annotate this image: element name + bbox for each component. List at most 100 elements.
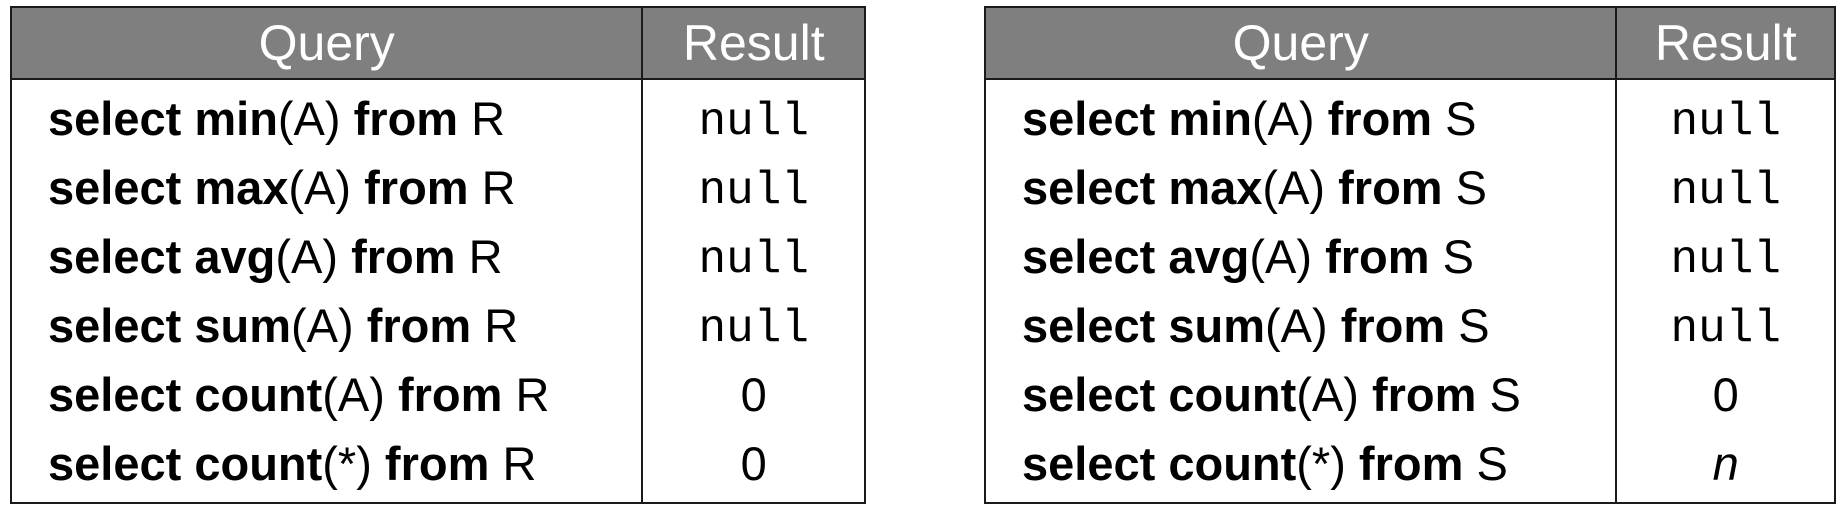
- result-cell: 0: [1615, 360, 1836, 429]
- result-cell: null: [1615, 153, 1836, 222]
- query-column-header: Query: [9, 6, 644, 80]
- result-cell: null: [641, 79, 866, 153]
- select-keyword: select: [48, 92, 182, 145]
- relation-name: R: [468, 230, 503, 283]
- aggregate-function: count: [1168, 368, 1297, 421]
- result-value: null: [1670, 233, 1781, 286]
- function-argument: (A): [1264, 299, 1328, 352]
- result-cell: null: [1615, 222, 1836, 291]
- result-value: 0: [740, 437, 767, 490]
- aggregate-function: count: [194, 437, 323, 490]
- function-argument: (A): [1251, 92, 1315, 145]
- function-argument: (A): [290, 299, 354, 352]
- function-argument: (A): [322, 368, 385, 421]
- query-cell: select max(A) from S: [983, 153, 1618, 222]
- header-row: Query Result: [9, 6, 866, 80]
- aggregate-function: max: [1168, 161, 1263, 214]
- aggregate-function: max: [194, 161, 289, 214]
- from-keyword: from: [366, 299, 472, 352]
- header-row: Query Result: [983, 6, 1836, 80]
- relation-name: S: [1489, 368, 1521, 421]
- aggregate-function: count: [1168, 437, 1297, 490]
- result-cell: 0: [641, 360, 866, 429]
- select-keyword: select: [1022, 230, 1156, 283]
- select-keyword: select: [48, 299, 182, 352]
- table-row: select avg(A) from S null: [983, 222, 1836, 291]
- result-cell: null: [641, 153, 866, 222]
- result-value: null: [698, 233, 809, 286]
- result-value: null: [1670, 302, 1781, 355]
- query-column-header: Query: [983, 6, 1618, 80]
- result-cell: n: [1615, 429, 1836, 503]
- from-keyword: from: [1338, 161, 1443, 214]
- relation-name: R: [481, 161, 516, 214]
- relation-name: S: [1445, 92, 1477, 145]
- from-keyword: from: [1327, 92, 1433, 145]
- select-keyword: select: [48, 368, 182, 421]
- result-cell: null: [1615, 79, 1836, 153]
- from-keyword: from: [364, 161, 469, 214]
- query-cell: select avg(A) from R: [9, 222, 644, 291]
- function-argument: (*): [322, 437, 372, 490]
- relation-name: R: [471, 92, 506, 145]
- query-cell: select count(A) from S: [983, 360, 1618, 429]
- aggregate-function: avg: [1168, 230, 1250, 283]
- relation-name: S: [1455, 161, 1488, 214]
- aggregate-function: min: [194, 92, 278, 145]
- from-keyword: from: [1340, 299, 1446, 352]
- result-cell: null: [641, 222, 866, 291]
- function-argument: (A): [1249, 230, 1312, 283]
- from-keyword: from: [1358, 437, 1464, 490]
- query-cell: select avg(A) from S: [983, 222, 1618, 291]
- query-cell: select count(A) from R: [9, 360, 644, 429]
- query-cell: select count(*) from S: [983, 429, 1618, 503]
- table-row: select avg(A) from R null: [9, 222, 866, 291]
- function-argument: (*): [1296, 437, 1346, 490]
- result-value: null: [698, 95, 809, 148]
- function-argument: (A): [1296, 368, 1359, 421]
- relation-name: R: [502, 437, 537, 490]
- aggregate-function: avg: [194, 230, 276, 283]
- aggregate-function: sum: [1168, 299, 1265, 352]
- table-row: select count(*) from R 0: [9, 429, 866, 503]
- query-cell: select count(*) from R: [9, 429, 644, 503]
- function-argument: (A): [1262, 161, 1326, 214]
- query-cell: select max(A) from R: [9, 153, 644, 222]
- result-value: n: [1712, 437, 1739, 490]
- function-argument: (A): [288, 161, 352, 214]
- select-keyword: select: [1022, 437, 1156, 490]
- from-keyword: from: [353, 92, 459, 145]
- table-row: select min(A) from R null: [9, 79, 866, 153]
- result-cell: null: [1615, 291, 1836, 360]
- table-row: select max(A) from R null: [9, 153, 866, 222]
- from-keyword: from: [351, 230, 456, 283]
- result-value: null: [1670, 164, 1781, 217]
- from-keyword: from: [1371, 368, 1477, 421]
- aggregate-function: sum: [194, 299, 291, 352]
- select-keyword: select: [48, 437, 182, 490]
- relation-name: R: [484, 299, 519, 352]
- result-value: 0: [1712, 368, 1739, 421]
- select-keyword: select: [1022, 299, 1156, 352]
- select-keyword: select: [1022, 161, 1156, 214]
- select-keyword: select: [1022, 92, 1156, 145]
- query-cell: select sum(A) from R: [9, 291, 644, 360]
- query-cell: select min(A) from R: [9, 79, 644, 153]
- relation-name: S: [1476, 437, 1508, 490]
- relation-name: S: [1442, 230, 1474, 283]
- query-cell: select sum(A) from S: [983, 291, 1618, 360]
- relation-name: S: [1458, 299, 1490, 352]
- result-value: null: [698, 164, 809, 217]
- result-value: null: [698, 302, 809, 355]
- from-keyword: from: [397, 368, 503, 421]
- result-value: 0: [740, 368, 767, 421]
